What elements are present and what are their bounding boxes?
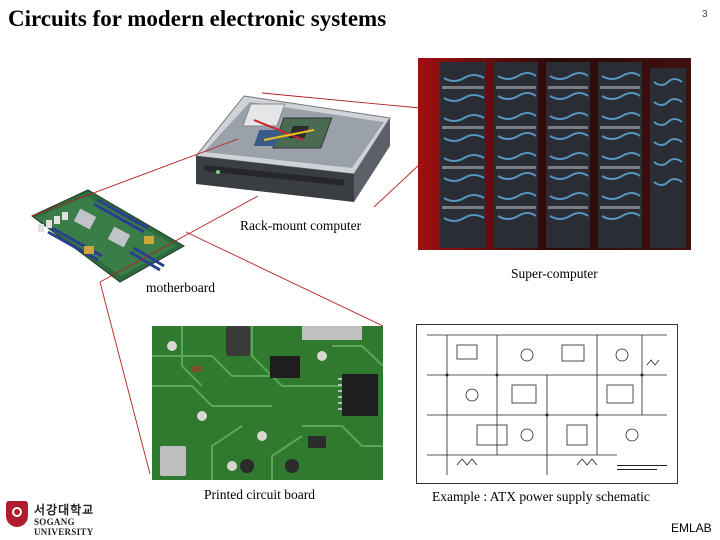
- motherboard-image: [24, 188, 192, 284]
- printed-circuit-board-image: [152, 326, 383, 480]
- atx-power-supply-schematic-image: [416, 324, 678, 484]
- connector-line: [99, 281, 151, 475]
- slide-title: Circuits for modern electronic systems: [8, 6, 387, 31]
- printed-circuit-board-caption: Printed circuit board: [204, 487, 315, 502]
- rack-mount-computer-image: [194, 90, 394, 208]
- logo-korean-text: 서강대학교: [34, 503, 95, 517]
- supercomputer-image: [418, 58, 691, 250]
- university-seal-icon: [6, 501, 28, 527]
- logo-english-text: SOGANG UNIVERSITY: [34, 517, 94, 537]
- atx-schematic-caption: Example : ATX power supply schematic: [432, 489, 650, 504]
- supercomputer-caption: Super-computer: [511, 266, 598, 281]
- rack-mount-computer-caption: Rack-mount computer: [240, 218, 362, 233]
- motherboard-caption: motherboard: [146, 280, 215, 295]
- connector-line: [185, 231, 384, 327]
- page-number: 3: [702, 9, 708, 20]
- footer-lab-label: EMLAB: [671, 521, 712, 535]
- sogang-university-logo: 서강대학교 SOGANG UNIVERSITY: [6, 501, 110, 537]
